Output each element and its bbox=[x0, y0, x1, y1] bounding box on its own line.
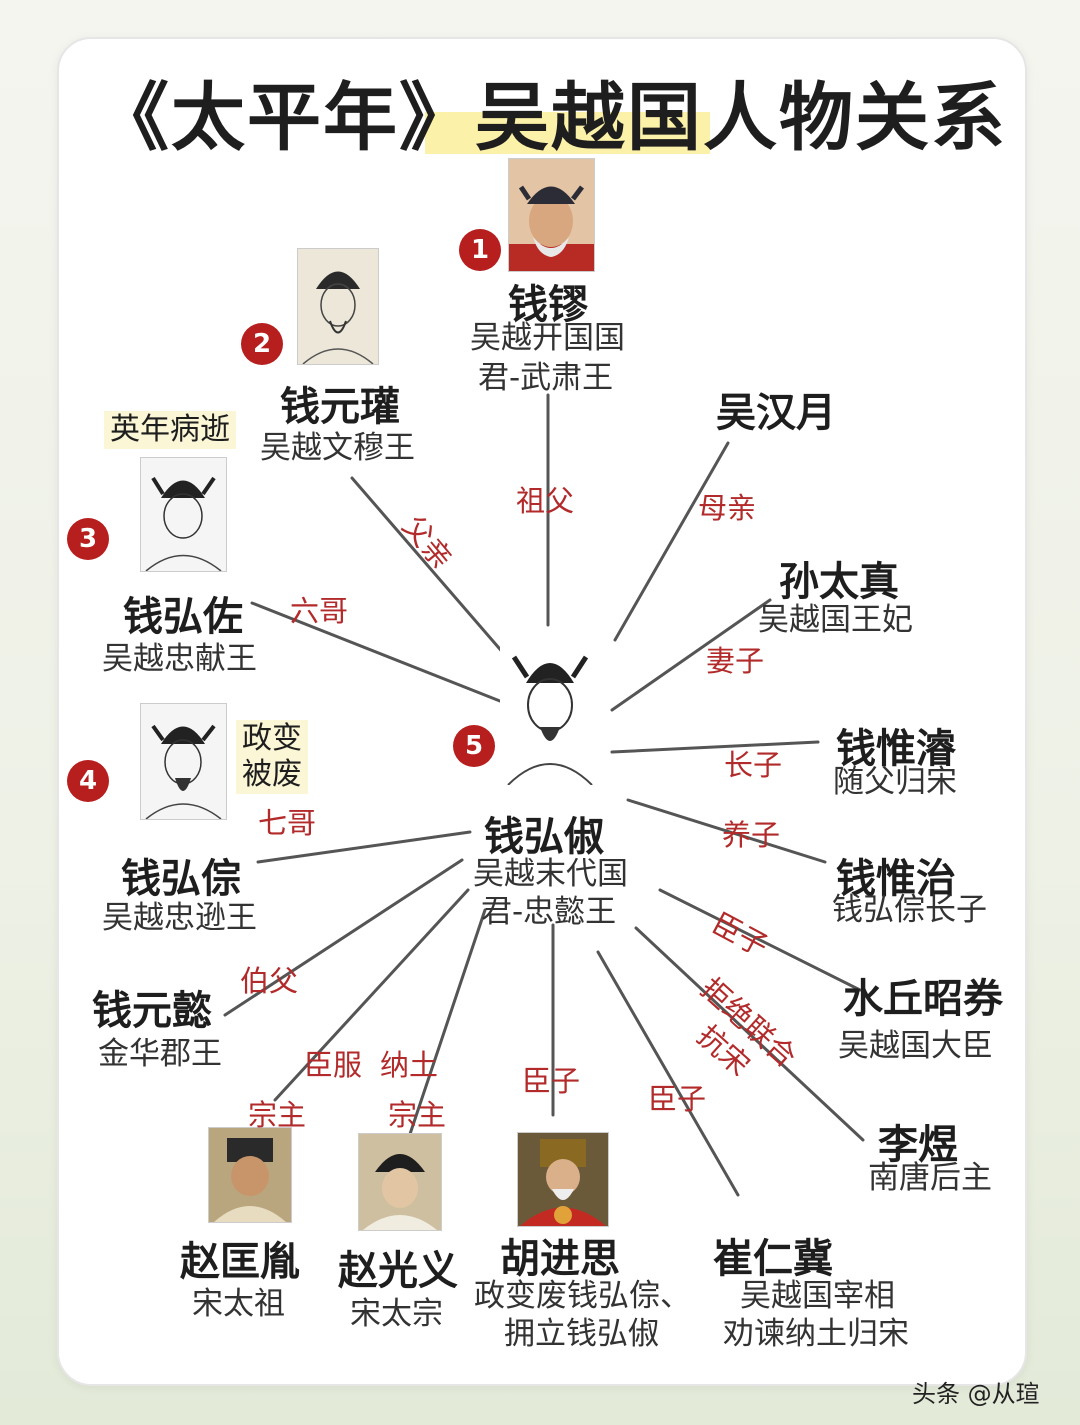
line-zhangzi bbox=[610, 740, 820, 754]
name-zky: 赵匡胤 bbox=[180, 1239, 300, 1285]
rel-chenzi-hjs: 臣子 bbox=[522, 1064, 581, 1098]
rel-muqin: 母亲 bbox=[698, 491, 757, 525]
portrait-qhzong bbox=[140, 703, 227, 820]
desc-hjs-2: 拥立钱弘俶 bbox=[504, 1316, 659, 1352]
line-qizi bbox=[610, 598, 772, 712]
zgy-portrait-icon bbox=[363, 1154, 437, 1230]
name-qwj: 钱惟濬 bbox=[836, 726, 956, 772]
desc-qyg: 吴越文穆王 bbox=[260, 430, 415, 466]
desc-hjs-1: 政变废钱弘倧、 bbox=[474, 1278, 691, 1314]
desc-qhzong: 吴越忠逊王 bbox=[102, 900, 257, 936]
qhz-portrait-icon bbox=[145, 476, 222, 571]
rel-chenzi-cry: 臣子 bbox=[648, 1082, 707, 1116]
name-zgy: 赵光义 bbox=[338, 1248, 458, 1294]
line-zgy bbox=[406, 908, 487, 1142]
line-liyu bbox=[634, 926, 865, 1142]
desc-qianliu-1: 吴越开国国 bbox=[470, 320, 625, 356]
portrait-qhc bbox=[500, 635, 600, 785]
rel-qige: 七哥 bbox=[258, 806, 317, 840]
rel-yangzi: 养子 bbox=[722, 818, 781, 852]
watermark: 头条 @从瑄 bbox=[912, 1380, 1040, 1408]
name-qhc: 钱弘俶 bbox=[484, 814, 604, 860]
name-hjs: 胡进思 bbox=[500, 1236, 620, 1282]
portrait-qhz bbox=[140, 457, 227, 572]
name-qhz: 钱弘佐 bbox=[123, 594, 243, 640]
desc-stz: 吴越国王妃 bbox=[758, 602, 913, 638]
note-qhz: 英年病逝 bbox=[104, 411, 236, 449]
desc-liyu: 南唐后主 bbox=[868, 1160, 992, 1196]
desc-cry-2: 劝谏纳土归宋 bbox=[723, 1316, 909, 1352]
desc-qhc-1: 吴越末代国 bbox=[473, 856, 628, 892]
line-sqzq bbox=[658, 888, 862, 992]
desc-qhc-2: 君-忠懿王 bbox=[481, 894, 617, 930]
qhc-portrait-icon bbox=[507, 655, 593, 785]
rel-zufu: 祖父 bbox=[516, 484, 575, 518]
name-qwz: 钱惟治 bbox=[836, 856, 956, 902]
rel-qizi: 妻子 bbox=[706, 644, 765, 678]
zky-portrait-icon bbox=[214, 1138, 286, 1222]
page-title: 《太平年》吴越国人物关系 bbox=[95, 75, 1007, 161]
line-qige bbox=[256, 830, 472, 864]
name-qyg: 钱元瓘 bbox=[280, 384, 400, 430]
qhzong-portrait-icon bbox=[145, 724, 222, 819]
desc-zky: 宋太祖 bbox=[192, 1286, 285, 1322]
desc-qyy: 金华郡王 bbox=[98, 1036, 222, 1072]
badge-5: 5 bbox=[453, 725, 495, 767]
line-cry bbox=[596, 950, 740, 1197]
portrait-qyg bbox=[297, 248, 379, 365]
desc-qhz: 吴越忠献王 bbox=[102, 641, 257, 677]
rel-zongzhu-2: 宗主 bbox=[388, 1098, 447, 1132]
note-qhzong-1: 政变 bbox=[236, 720, 308, 758]
qyg-portrait-icon bbox=[302, 271, 374, 364]
desc-sqzq: 吴越国大臣 bbox=[838, 1028, 993, 1064]
portrait-zgy bbox=[358, 1133, 442, 1231]
name-qyy: 钱元懿 bbox=[92, 988, 212, 1034]
desc-qianliu-2: 君-武肃王 bbox=[478, 360, 614, 396]
name-sqzq: 水丘昭券 bbox=[843, 976, 1003, 1022]
portrait-hjs bbox=[517, 1132, 609, 1227]
name-cry: 崔仁冀 bbox=[713, 1236, 833, 1282]
line-zky bbox=[273, 888, 470, 1102]
name-qianliu: 钱镠 bbox=[508, 282, 588, 328]
hjs-portrait-icon bbox=[520, 1139, 606, 1226]
title-highlight bbox=[425, 112, 710, 154]
line-muqin bbox=[613, 441, 730, 642]
rel-bofu: 伯父 bbox=[240, 964, 299, 998]
desc-zgy: 宋太宗 bbox=[350, 1296, 443, 1332]
portrait-zky bbox=[208, 1127, 292, 1223]
badge-1: 1 bbox=[459, 229, 501, 271]
rel-liuge: 六哥 bbox=[290, 594, 349, 628]
line-yangzi bbox=[626, 798, 827, 864]
qianliu-portrait-icon bbox=[509, 185, 594, 271]
note-qhzong-2: 被废 bbox=[236, 756, 308, 794]
badge-2: 2 bbox=[241, 323, 283, 365]
badge-4: 4 bbox=[67, 760, 109, 802]
rel-natu: 纳土 bbox=[380, 1048, 439, 1082]
desc-qwz: 钱弘倧长子 bbox=[832, 892, 987, 928]
line-bofu bbox=[223, 858, 464, 1017]
name-stz: 孙太真 bbox=[779, 559, 899, 605]
badge-3: 3 bbox=[67, 518, 109, 560]
rel-zongzhu-1: 宗主 bbox=[248, 1098, 307, 1132]
line-liuge bbox=[250, 601, 507, 705]
rel-chenfu: 臣服 bbox=[304, 1048, 363, 1082]
name-qhzong: 钱弘倧 bbox=[121, 856, 241, 902]
desc-cry-1: 吴越国宰相 bbox=[740, 1278, 895, 1314]
line-fuqin bbox=[350, 476, 507, 657]
name-liyu: 李煜 bbox=[878, 1122, 958, 1168]
name-whanyue: 吴汉月 bbox=[716, 390, 836, 436]
portrait-qianliu bbox=[508, 158, 595, 272]
rel-zhangzi: 长子 bbox=[724, 748, 783, 782]
desc-qwj: 随父归宋 bbox=[833, 764, 957, 800]
